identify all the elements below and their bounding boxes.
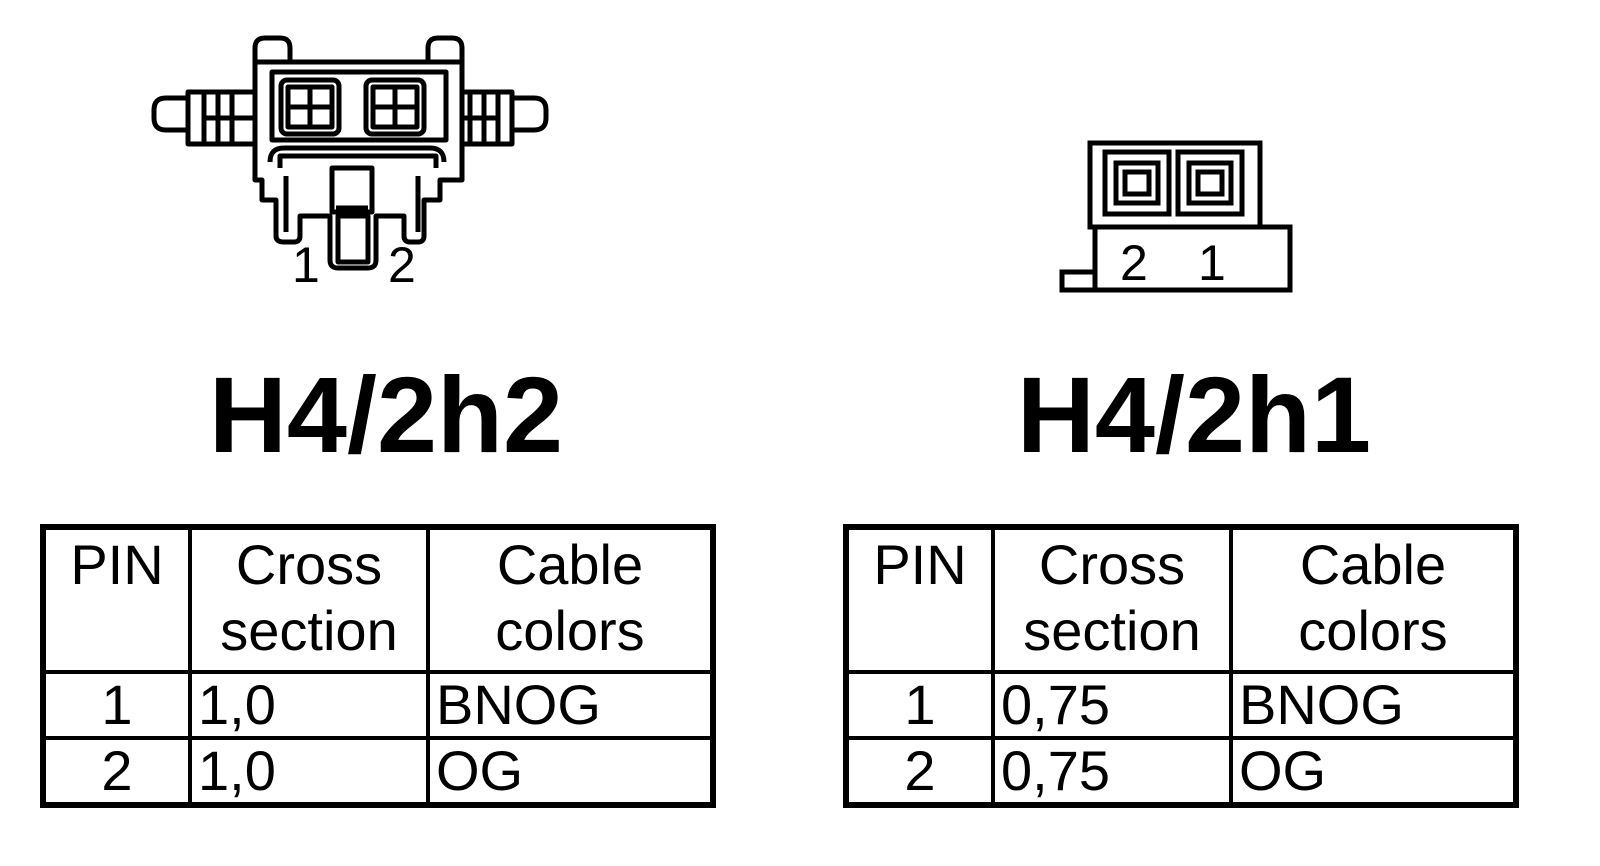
connector-panel-h4-2h1: 2 1 H4/2h1 PIN Cross section Cable color…	[800, 0, 1600, 866]
cell-pin: 1	[844, 670, 995, 740]
table-row: 2 0,75 OG	[844, 736, 1518, 807]
header-pin: PIN	[844, 525, 995, 674]
cell-cable-color: BNOG	[426, 670, 715, 740]
pin-label-1: 1	[292, 237, 320, 293]
pin-label-2: 2	[388, 237, 416, 293]
cell-pin: 1	[41, 670, 192, 740]
connector-panel-h4-2h2: 1 2 H4/2h2 PIN Cross section Cable color…	[40, 35, 716, 808]
cell-pin: 2	[844, 736, 995, 807]
header-cable-colors: Cable colors	[426, 525, 715, 674]
table-header-row: PIN Cross section Cable colors	[41, 525, 715, 674]
connector-title: H4/2h1	[1016, 354, 1372, 475]
connector-h4-2h1-drawing: 2 1	[1059, 140, 1293, 293]
cell-cross-section: 1,0	[188, 670, 430, 740]
table-row: 2 1,0 OG	[41, 736, 715, 807]
table-header-row: PIN Cross section Cable colors	[844, 525, 1518, 674]
cell-pin: 2	[41, 736, 192, 807]
cell-cross-section: 1,0	[188, 736, 430, 807]
cell-cable-color: OG	[1229, 736, 1518, 807]
cell-cable-color: OG	[426, 736, 715, 807]
table-row: 1 1,0 BNOG	[41, 670, 715, 740]
connector-h4-2h2-drawing: 1 2	[151, 35, 549, 293]
header-cross-section: Cross section	[991, 525, 1233, 674]
header-cable-colors: Cable colors	[1229, 525, 1518, 674]
connector-title: H4/2h2	[208, 354, 564, 475]
pin-label-1: 1	[1198, 235, 1226, 291]
cell-cable-color: BNOG	[1229, 670, 1518, 740]
cell-cross-section: 0,75	[991, 670, 1233, 740]
header-pin: PIN	[41, 525, 192, 674]
pin-table: PIN Cross section Cable colors 1 0,75 BN…	[843, 524, 1519, 808]
pin-label-2: 2	[1120, 235, 1148, 291]
pin-table: PIN Cross section Cable colors 1 1,0 BNO…	[40, 524, 716, 808]
header-cross-section: Cross section	[188, 525, 430, 674]
cell-cross-section: 0,75	[991, 736, 1233, 807]
table-row: 1 0,75 BNOG	[844, 670, 1518, 740]
